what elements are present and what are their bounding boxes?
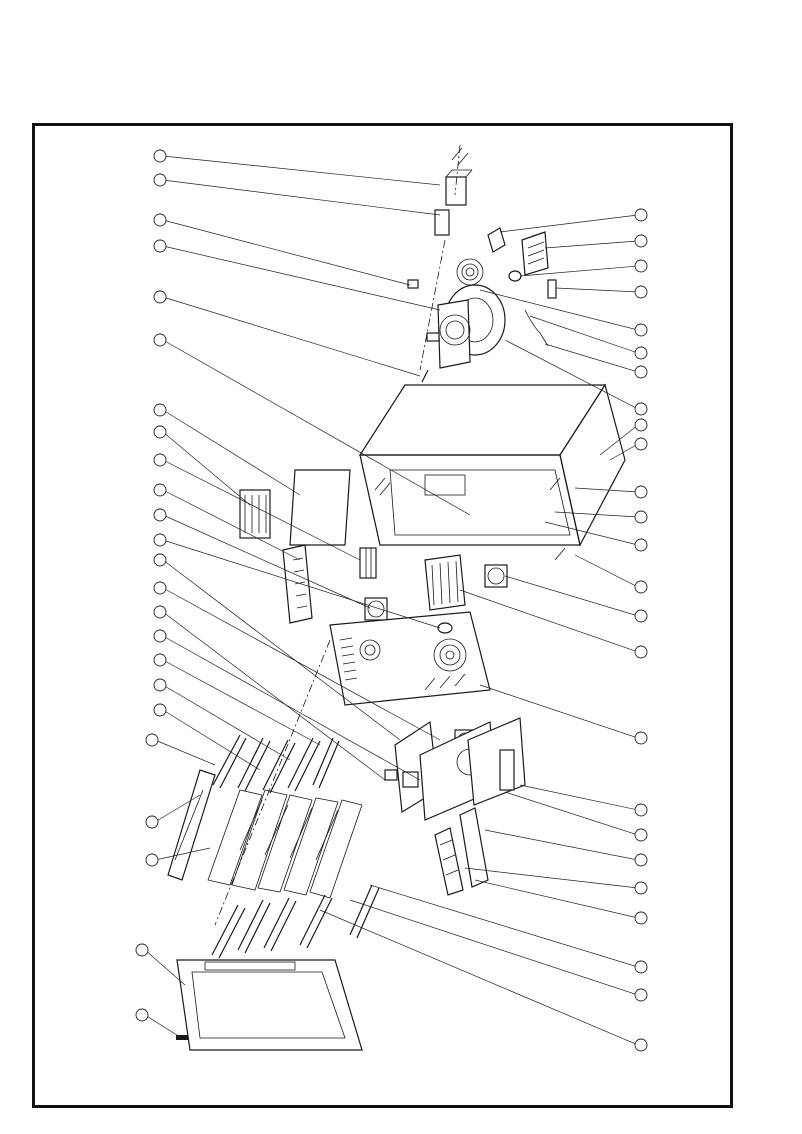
assembly-axes (214, 144, 461, 926)
callout-8 (634, 402, 648, 416)
callout-25 (634, 1038, 648, 1052)
louvered-panel (282, 544, 313, 624)
callout-5 (634, 323, 648, 337)
callout-31 (153, 290, 167, 304)
callout-49 (135, 943, 149, 957)
callout-18 (634, 803, 648, 817)
callout-12 (634, 510, 648, 524)
callout-47 (145, 815, 159, 829)
callout-14 (634, 580, 648, 594)
fastener-markers (374, 147, 566, 691)
callout-4 (634, 285, 648, 299)
door-frame (176, 959, 363, 1051)
drawing-frame (32, 123, 733, 1108)
callout-36 (153, 483, 167, 497)
left-callouts (135, 149, 471, 1038)
callout-33 (153, 403, 167, 417)
callout-16 (634, 645, 648, 659)
callout-39 (153, 553, 167, 567)
callout-9 (634, 418, 648, 432)
callout-28 (153, 173, 167, 187)
callout-44 (153, 678, 167, 692)
callout-22 (634, 911, 648, 925)
callout-20 (634, 853, 648, 867)
callout-23 (634, 960, 648, 974)
cabinet-housing (358, 383, 626, 547)
callout-30 (153, 239, 167, 253)
blower-motor-assembly (407, 169, 557, 383)
callout-48 (145, 853, 159, 867)
rear-panel (329, 611, 491, 706)
callout-19 (634, 828, 648, 842)
callout-45 (153, 703, 167, 717)
callout-7 (634, 365, 648, 379)
callout-42 (153, 629, 167, 643)
callout-38 (153, 533, 167, 547)
shelf-support-rails-bottom (211, 884, 380, 959)
callout-43 (153, 653, 167, 667)
callout-15 (634, 609, 648, 623)
callout-37 (153, 508, 167, 522)
callout-13 (634, 538, 648, 552)
callout-32 (153, 333, 167, 347)
callout-27 (153, 149, 167, 163)
callout-2 (634, 234, 648, 248)
callout-50 (135, 1008, 149, 1022)
right-callouts (319, 208, 648, 1052)
heating-element-coil (239, 469, 377, 579)
callout-3 (634, 259, 648, 273)
callout-11 (634, 485, 648, 499)
callout-46 (145, 733, 159, 747)
callout-35 (153, 453, 167, 467)
shelf-support-rails-top (212, 734, 340, 794)
callout-10 (634, 437, 648, 451)
callout-24 (634, 988, 648, 1002)
callout-41 (153, 605, 167, 619)
callout-21 (634, 881, 648, 895)
callout-17 (634, 731, 648, 745)
callout-6 (634, 346, 648, 360)
wire-shelves (167, 769, 363, 899)
callout-34 (153, 425, 167, 439)
callout-40 (153, 581, 167, 595)
channel-rails (434, 807, 489, 896)
callout-1 (634, 208, 648, 222)
control-panels (384, 717, 526, 821)
callout-29 (153, 213, 167, 227)
finned-heat-exchanger (424, 554, 466, 611)
